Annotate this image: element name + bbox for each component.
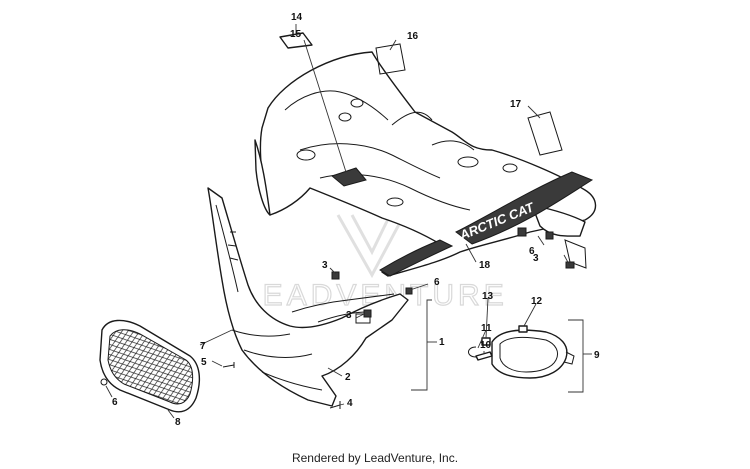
callouts: 14 15 16 17 18 3 6 3 1 2 4 7 5 6 8 6 3 1…: [112, 12, 600, 428]
callout-12: 12: [531, 296, 543, 307]
callout-3a: 3: [322, 260, 328, 271]
decal-16[interactable]: [375, 43, 406, 75]
vent-insert[interactable]: [330, 167, 367, 187]
footer-credit: Rendered by LeadVenture, Inc.: [291, 451, 459, 465]
callout-6c: 6: [529, 246, 535, 257]
callout-1: 1: [439, 337, 445, 348]
callout-6b: 6: [112, 397, 118, 408]
callout-14: 14: [291, 12, 303, 23]
callout-3b: 3: [346, 310, 352, 321]
callout-18: 18: [479, 260, 491, 271]
callout-11: 11: [481, 323, 492, 334]
callout-13: 13: [482, 291, 494, 302]
callout-6a: 6: [434, 277, 440, 288]
callout-5: 5: [201, 357, 207, 368]
hood-cap[interactable]: [279, 32, 313, 49]
front-fender-hood[interactable]: [254, 51, 597, 277]
callout-2: 2: [345, 372, 351, 383]
watermark-logo: [336, 214, 406, 279]
callout-17: 17: [510, 99, 522, 110]
decal-17[interactable]: [527, 111, 563, 156]
callout-3c: 3: [533, 253, 539, 264]
callout-7: 7: [200, 341, 206, 352]
callout-4: 4: [347, 398, 353, 409]
grille[interactable]: [99, 319, 201, 413]
callout-16: 16: [407, 31, 419, 42]
headlight-assembly[interactable]: [491, 329, 575, 379]
callout-8: 8: [175, 417, 181, 428]
front-fascia[interactable]: [207, 187, 409, 407]
callout-9: 9: [594, 350, 600, 361]
callout-10: 10: [480, 340, 492, 351]
hardware: [100, 227, 575, 409]
callout-15: 15: [290, 29, 302, 40]
leader-lines: [105, 24, 592, 419]
